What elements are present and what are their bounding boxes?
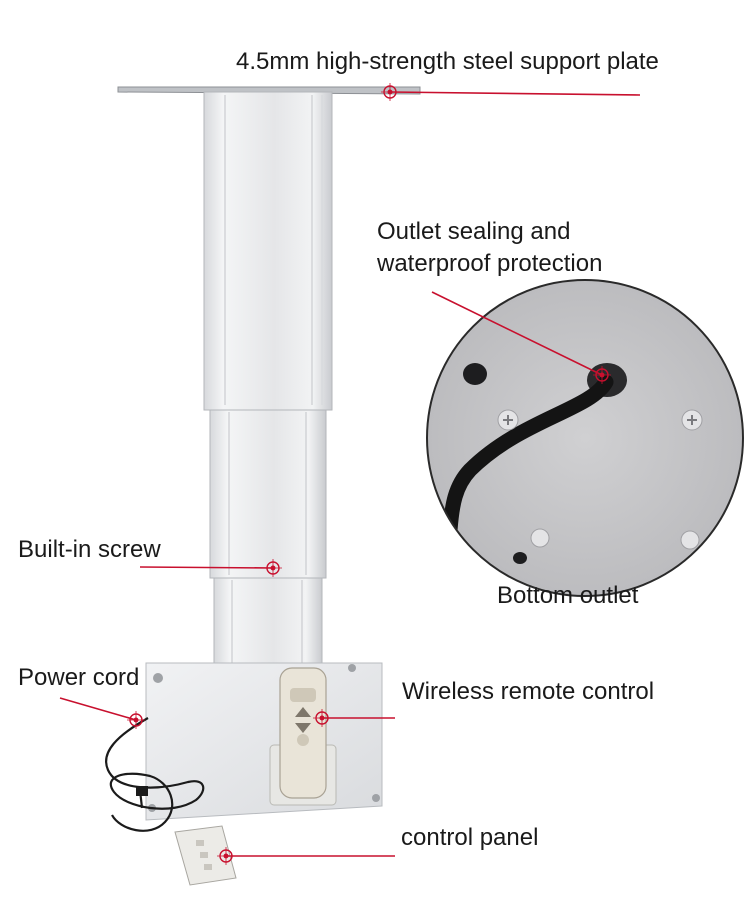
- column-upper: [203, 91, 333, 411]
- wireless-remote: [269, 667, 337, 806]
- support-plate-callout-line: [389, 91, 641, 96]
- built-in-screw-callout-line: [139, 566, 274, 569]
- power-cord: [105, 717, 205, 832]
- power-cord-callout-line: [59, 697, 137, 721]
- support-plate: [117, 86, 421, 95]
- outlet-sealing-label: Outlet sealing and waterproof protection: [377, 218, 603, 277]
- bottom-outlet-label: Bottom outlet: [497, 582, 639, 609]
- bottom-outlet-zoom: [426, 279, 744, 597]
- built-in-screw-label: Built-in screw: [18, 536, 161, 563]
- support-plate-label: 4.5mm high-strength steel support plate: [236, 48, 659, 75]
- control-panel: [174, 825, 237, 886]
- callout-markers: [59, 83, 641, 865]
- outlet-sealing-callout-line: [431, 291, 603, 376]
- power-cord-label: Power cord: [18, 664, 140, 691]
- wireless-remote-label: Wireless remote control: [402, 678, 655, 705]
- control-panel-label: control panel: [401, 824, 539, 851]
- column-middle: [209, 409, 327, 579]
- base-plate: [145, 662, 383, 821]
